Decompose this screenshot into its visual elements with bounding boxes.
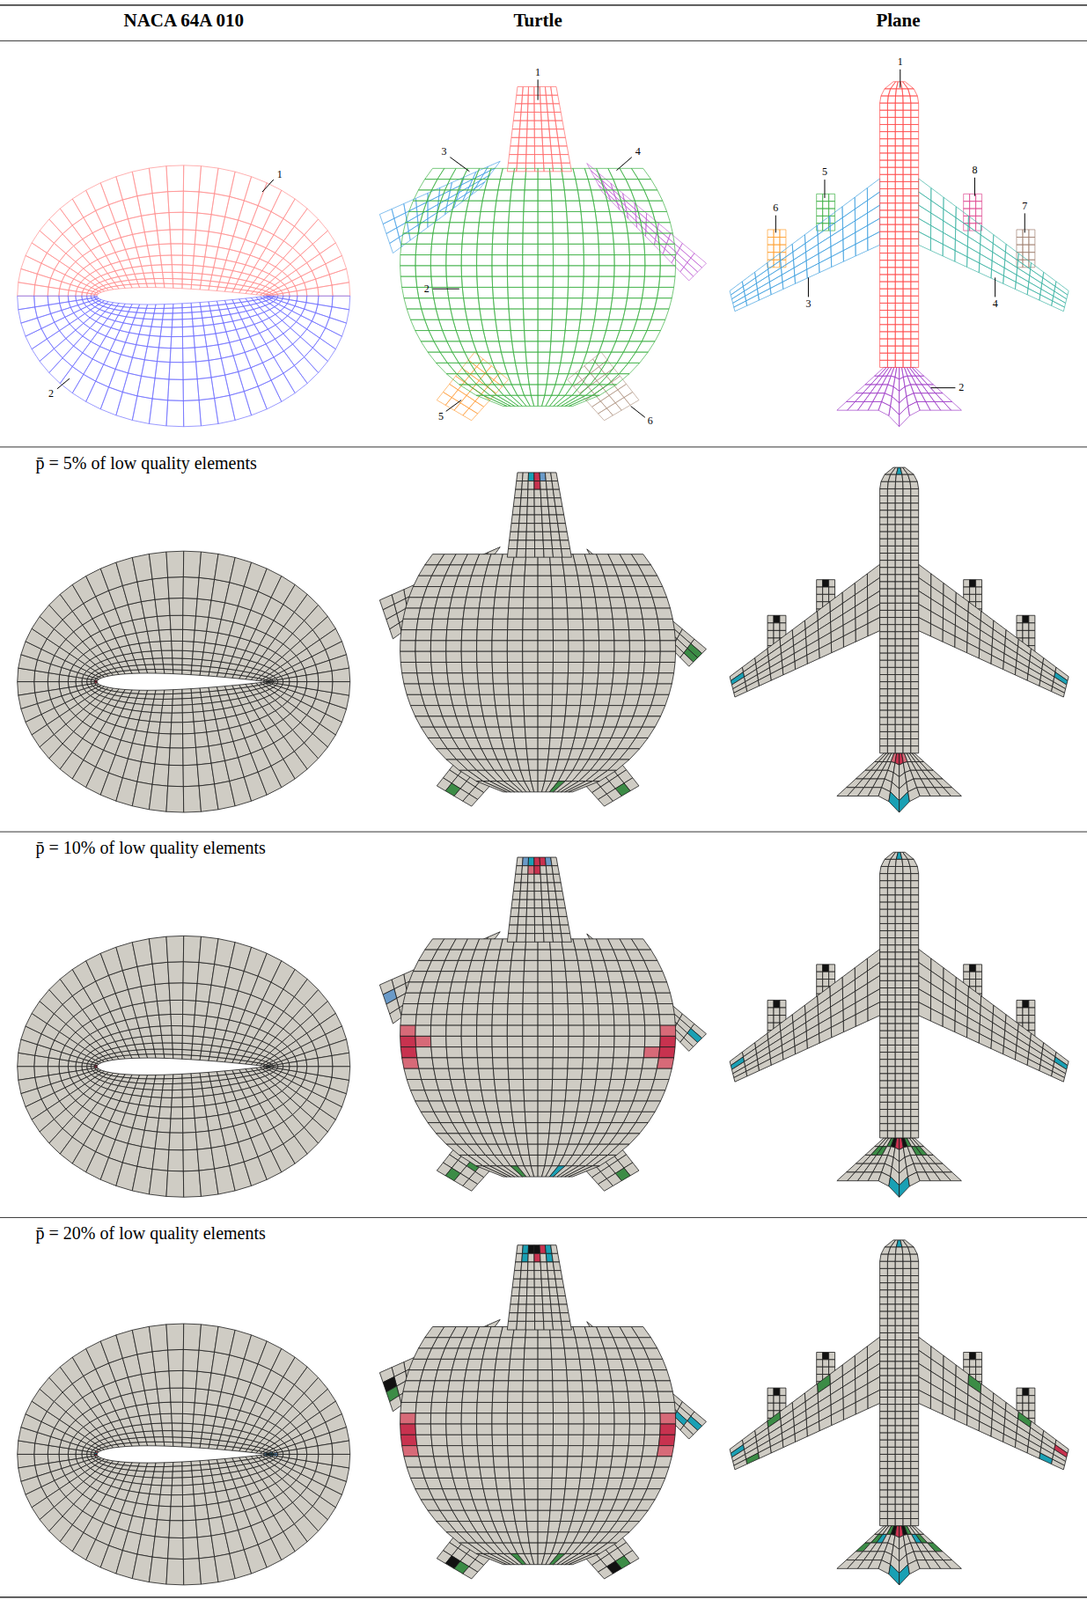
figure-page: NACA 64A 010TurtlePlane1213425615867342p… bbox=[0, 0, 1087, 1600]
